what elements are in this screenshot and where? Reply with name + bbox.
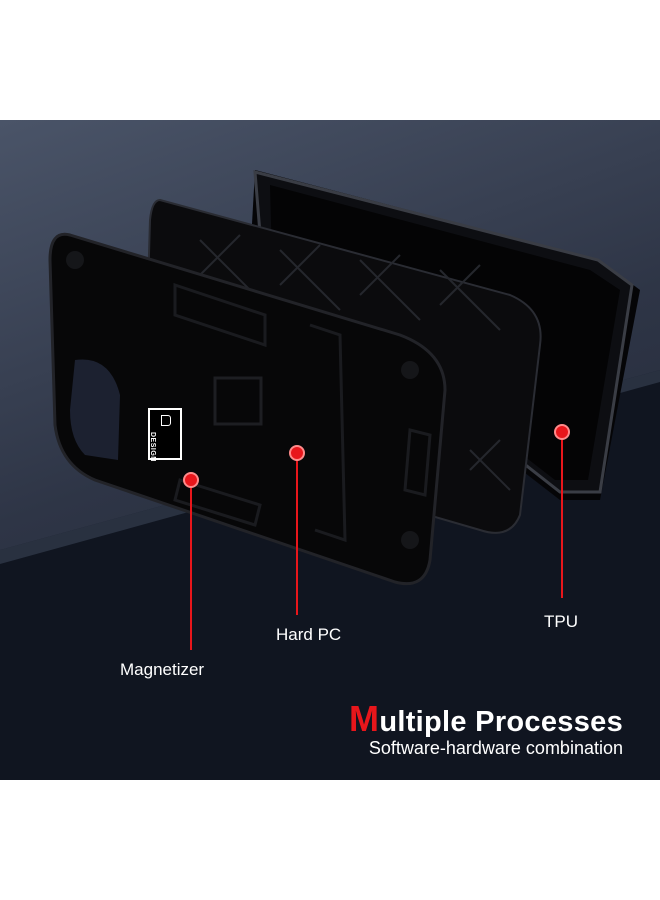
brand-logo-mark — [161, 415, 171, 426]
label-tpu: TPU — [544, 612, 578, 631]
brand-logo-text: DESIGN — [149, 432, 156, 462]
phone-case-illustration — [0, 170, 660, 780]
headline-first-letter: M — [349, 698, 380, 739]
headline: Multiple Processes — [349, 698, 623, 740]
hard-pc-layer — [48, 232, 447, 586]
pc-pattern — [173, 282, 432, 543]
corner-guards — [66, 251, 419, 549]
label-hard-pc: Hard PC — [276, 625, 342, 644]
brand-logo: DESIGN — [148, 408, 182, 462]
subtitle: Software-hardware combination — [368, 738, 623, 758]
magnet-ring — [213, 376, 263, 426]
camera-cutout — [70, 359, 120, 460]
callout-dots — [183, 424, 570, 488]
product-photo — [0, 120, 660, 780]
headline-rest: ultiple Processes — [379, 706, 623, 738]
tpu-lattice — [199, 234, 511, 491]
callout-lines — [190, 432, 563, 650]
label-magnetizer: Magnetizer — [120, 660, 205, 679]
